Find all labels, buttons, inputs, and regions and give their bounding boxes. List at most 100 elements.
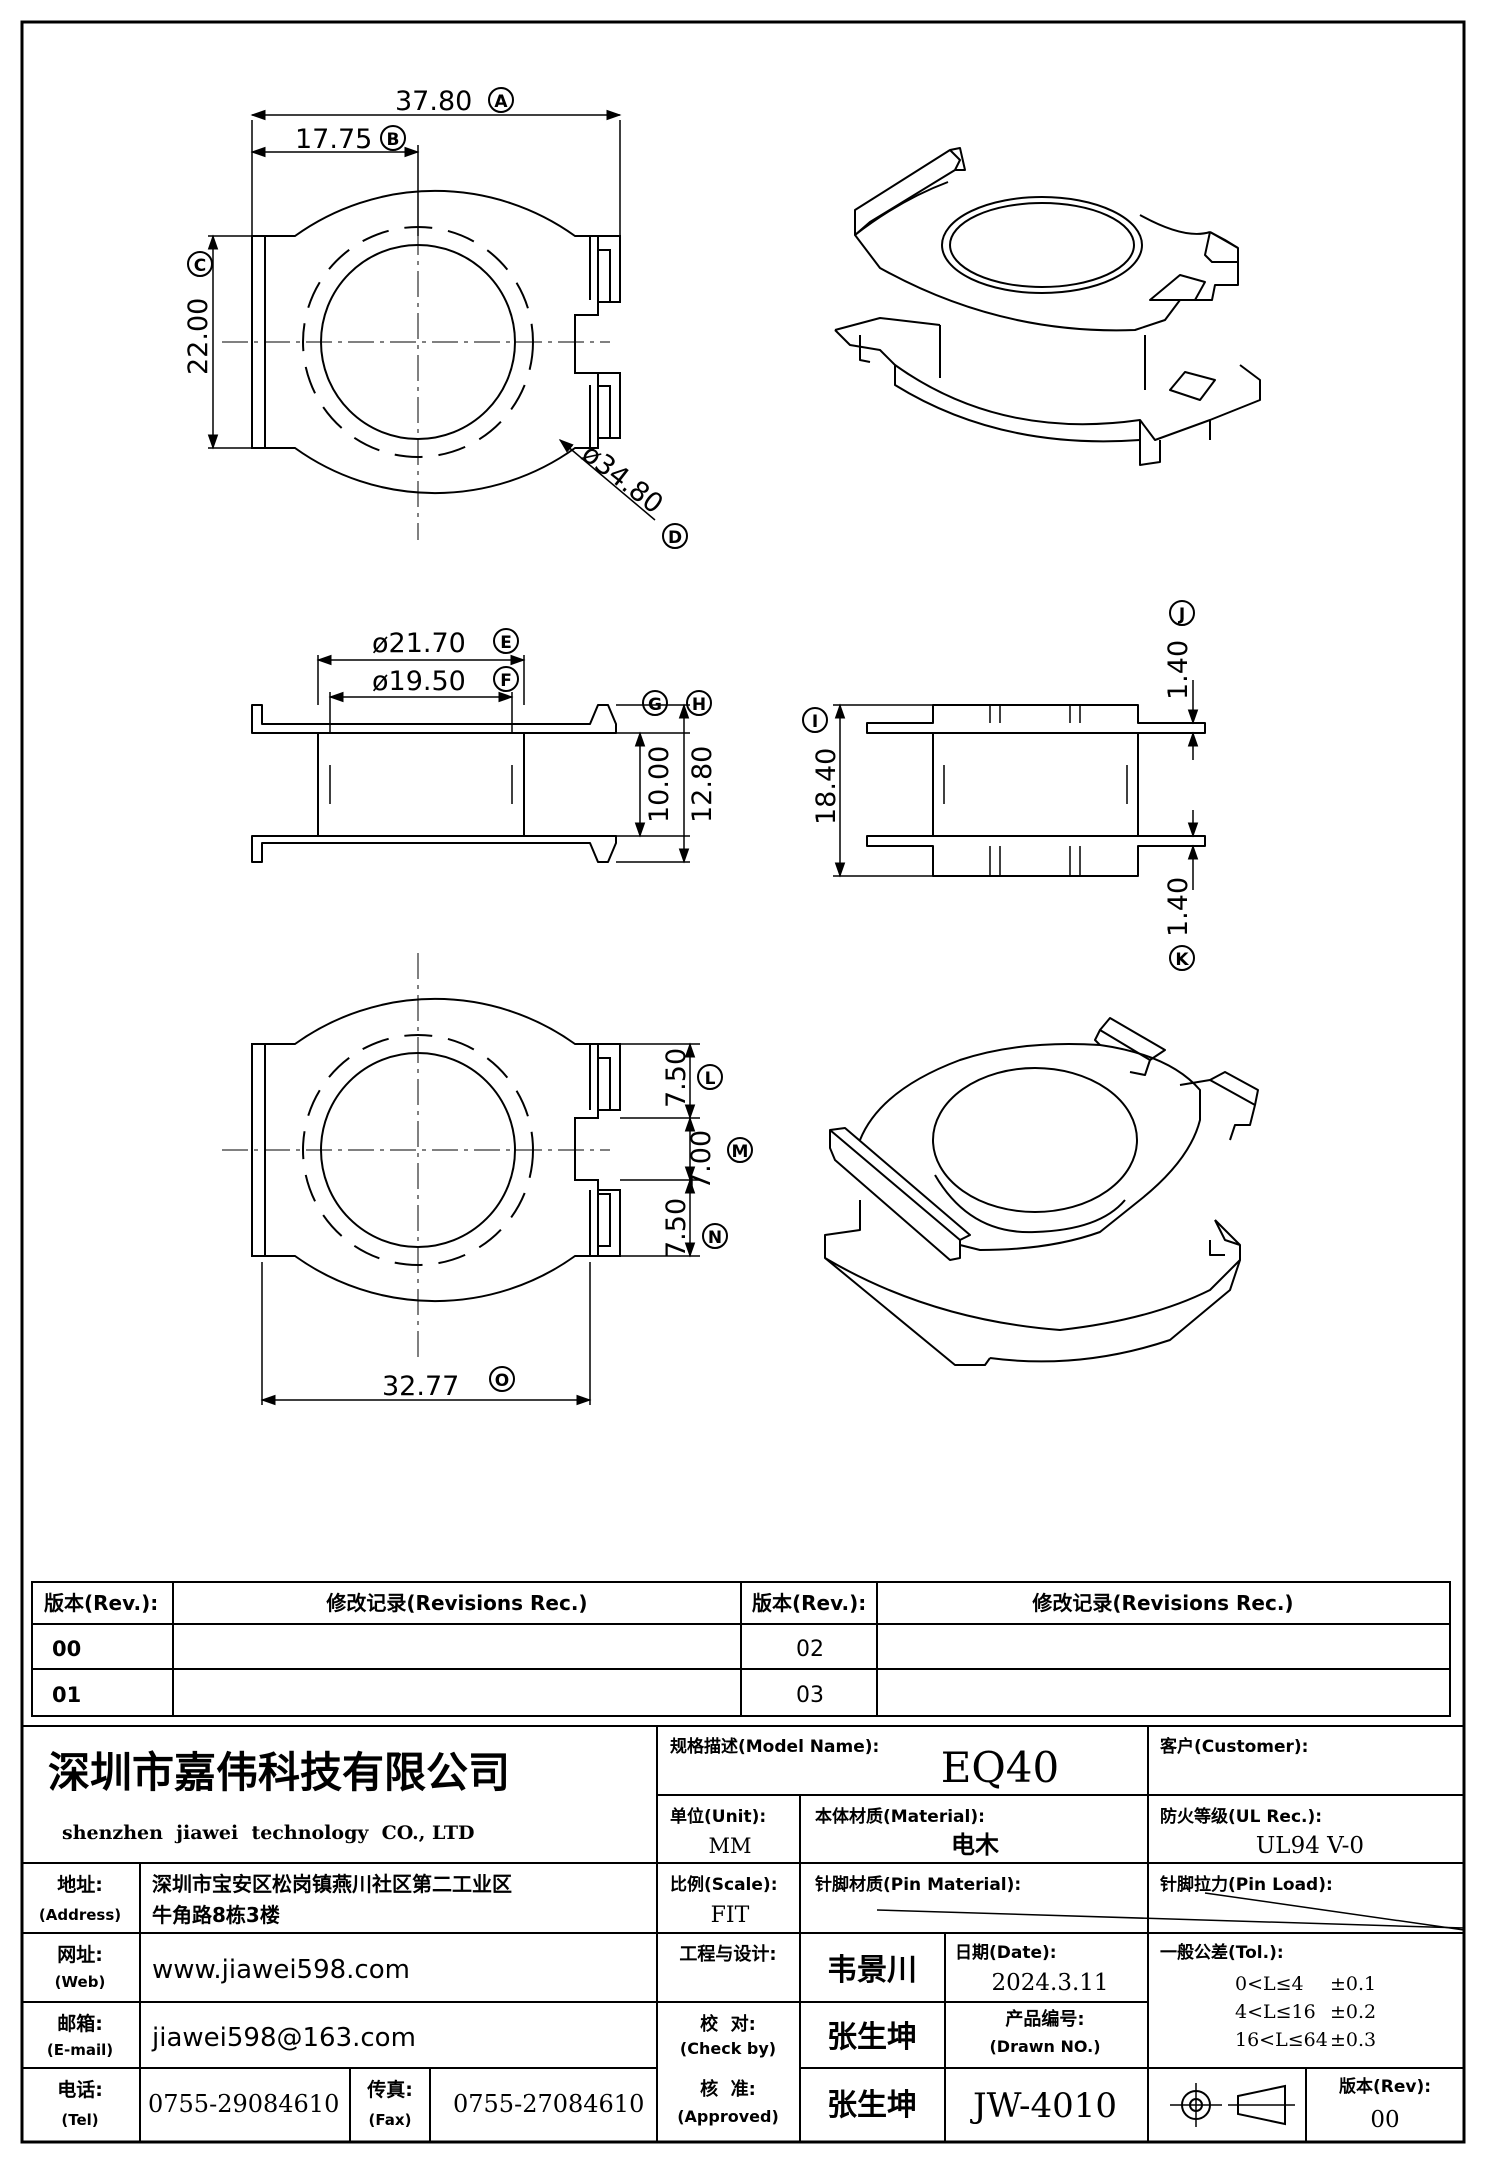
drawing-no-label-en: (Drawn NO.) bbox=[989, 2037, 1100, 2056]
ul-value: UL94 V-0 bbox=[1256, 1833, 1364, 1859]
ref-badge-k: K bbox=[1169, 945, 1195, 971]
material-label: 本体材质(Material): bbox=[815, 1806, 985, 1827]
date-value: 2024.3.11 bbox=[991, 1970, 1108, 1996]
date-label: 日期(Date): bbox=[955, 1943, 1057, 1963]
web-label-en: (Web) bbox=[55, 1973, 106, 1991]
drawing-no-label: 产品编号: bbox=[1005, 2008, 1084, 2030]
pin-material-label: 针脚材质(Pin Material): bbox=[815, 1874, 1021, 1895]
tol-range-3: 16<L≤64 bbox=[1235, 2029, 1328, 2051]
tel-value: 0755-29084610 bbox=[148, 2090, 339, 2118]
dim-front-total-height: 18.40 bbox=[811, 748, 842, 825]
svg-text:C: C bbox=[194, 256, 206, 276]
rev-record-header-right: 修改记录(Revisions Rec.) bbox=[1031, 1591, 1293, 1615]
svg-text:K: K bbox=[1175, 950, 1189, 970]
approve-label-en: (Approved) bbox=[677, 2107, 779, 2126]
dim-slot-top: 7.50 bbox=[661, 1048, 692, 1108]
address-line-2: 牛角路8栋3楼 bbox=[152, 1903, 280, 1927]
ref-badge-a: A bbox=[488, 87, 514, 113]
ref-badge-e: E bbox=[493, 628, 519, 654]
rev-header-left: 版本(Rev.): bbox=[44, 1591, 158, 1615]
side-view-dimensions bbox=[316, 654, 690, 864]
svg-text:F: F bbox=[500, 671, 512, 691]
scale-value: FIT bbox=[711, 1903, 750, 1928]
ref-badge-m: M bbox=[727, 1137, 753, 1163]
rev-label: 版本(Rev): bbox=[1339, 2076, 1431, 2097]
bottom-view-dimensions bbox=[260, 1042, 700, 1406]
rev-row-01: 01 bbox=[52, 1683, 81, 1707]
fax-label: 传真: bbox=[366, 2078, 413, 2101]
address-line-1: 深圳市宝安区松岗镇燕川社区第二工业区 bbox=[152, 1872, 512, 1896]
dim-slot-gap: 7.00 bbox=[686, 1130, 717, 1190]
email-label-en: (E-mail) bbox=[47, 2041, 113, 2059]
front-view-dimensions bbox=[833, 680, 1199, 890]
bottom-view bbox=[222, 953, 621, 1360]
front-view bbox=[866, 704, 1206, 877]
email-label: 邮箱: bbox=[57, 2012, 103, 2035]
model-label: 规格描述(Model Name): bbox=[670, 1736, 879, 1757]
ref-badge-j: J bbox=[1169, 600, 1195, 626]
svg-text:E: E bbox=[500, 633, 512, 653]
model-value: EQ40 bbox=[941, 1743, 1060, 1792]
check-label: 校 对: bbox=[700, 2013, 756, 2035]
side-view bbox=[251, 704, 617, 863]
dim-outer-diameter: ø34.80 bbox=[576, 438, 669, 520]
ul-label: 防火等级(UL Rec.): bbox=[1160, 1806, 1322, 1827]
ref-badge-i: I bbox=[802, 707, 828, 733]
material-value: 电木 bbox=[951, 1831, 1000, 1859]
isometric-view-top bbox=[834, 147, 1261, 466]
svg-text:H: H bbox=[692, 695, 706, 715]
tol-value-3: ±0.3 bbox=[1330, 2029, 1376, 2051]
svg-text:O: O bbox=[495, 1371, 509, 1391]
rev-row-03: 03 bbox=[796, 1683, 824, 1708]
ref-badge-c: C bbox=[187, 251, 213, 277]
drawing-number: JW-4010 bbox=[970, 2086, 1117, 2126]
company-name-cn: 深圳市嘉伟科技有限公司 bbox=[48, 1748, 510, 1797]
rev-header-right: 版本(Rev.): bbox=[752, 1591, 866, 1615]
fax-value: 0755-27084610 bbox=[453, 2090, 644, 2118]
web-label: 网址: bbox=[57, 1944, 103, 1966]
top-view bbox=[222, 145, 621, 540]
svg-text:B: B bbox=[387, 130, 400, 150]
ref-badge-d: D bbox=[662, 523, 688, 549]
dim-slot-bottom: 7.50 bbox=[661, 1198, 692, 1258]
dim-base-width: 32.77 bbox=[382, 1371, 459, 1402]
pin-load-label: 针脚拉力(Pin Load): bbox=[1160, 1874, 1333, 1895]
checker-name: 张生坤 bbox=[827, 2020, 917, 2055]
dim-flange-diameter: ø21.70 bbox=[372, 628, 466, 659]
engineer-label: 工程与设计: bbox=[679, 1943, 776, 1965]
approve-label: 核 准: bbox=[700, 2078, 756, 2100]
tol-range-1: 0<L≤4 bbox=[1235, 1973, 1304, 1995]
address-label: 地址: bbox=[57, 1873, 103, 1896]
ref-badge-g: G bbox=[642, 690, 668, 716]
title-block-grid bbox=[21, 1725, 1465, 2143]
revision-table bbox=[31, 1581, 1451, 1717]
svg-text:M: M bbox=[732, 1142, 749, 1162]
ref-badge-f: F bbox=[493, 666, 519, 692]
dim-bottom-thickness: 1.40 bbox=[1163, 877, 1194, 937]
top-view-dimensions bbox=[207, 109, 656, 521]
ref-badge-h: H bbox=[686, 690, 712, 716]
unit-label: 单位(Unit): bbox=[670, 1806, 766, 1827]
rev-record-header-left: 修改记录(Revisions Rec.) bbox=[325, 1591, 587, 1615]
email-link[interactable]: jiawei598@163.com bbox=[151, 2023, 416, 2053]
website-link[interactable]: www.jiawei598.com bbox=[152, 1955, 410, 1985]
tolerance-label: 一般公差(Tol.): bbox=[1160, 1942, 1284, 1963]
address-label-en: (Address) bbox=[39, 1906, 121, 1924]
approver-name: 张生坤 bbox=[827, 2088, 917, 2123]
customer-label: 客户(Customer): bbox=[1159, 1736, 1308, 1757]
rev-value: 00 bbox=[1370, 2107, 1399, 2133]
svg-text:L: L bbox=[705, 1069, 716, 1089]
tel-label: 电话: bbox=[57, 2078, 103, 2101]
ref-badge-l: L bbox=[697, 1064, 723, 1090]
ref-badge-b: B bbox=[380, 125, 406, 151]
svg-text:A: A bbox=[494, 92, 508, 112]
tol-range-2: 4<L≤16 bbox=[1235, 2001, 1316, 2023]
unit-value: MM bbox=[708, 1834, 751, 1858]
dim-winding-height: 10.00 bbox=[644, 746, 675, 823]
scale-label: 比例(Scale): bbox=[670, 1874, 778, 1895]
tel-label-en: (Tel) bbox=[61, 2111, 98, 2129]
svg-text:D: D bbox=[668, 528, 682, 548]
svg-text:J: J bbox=[1178, 605, 1185, 625]
engineer-name: 韦景川 bbox=[827, 1953, 917, 1988]
